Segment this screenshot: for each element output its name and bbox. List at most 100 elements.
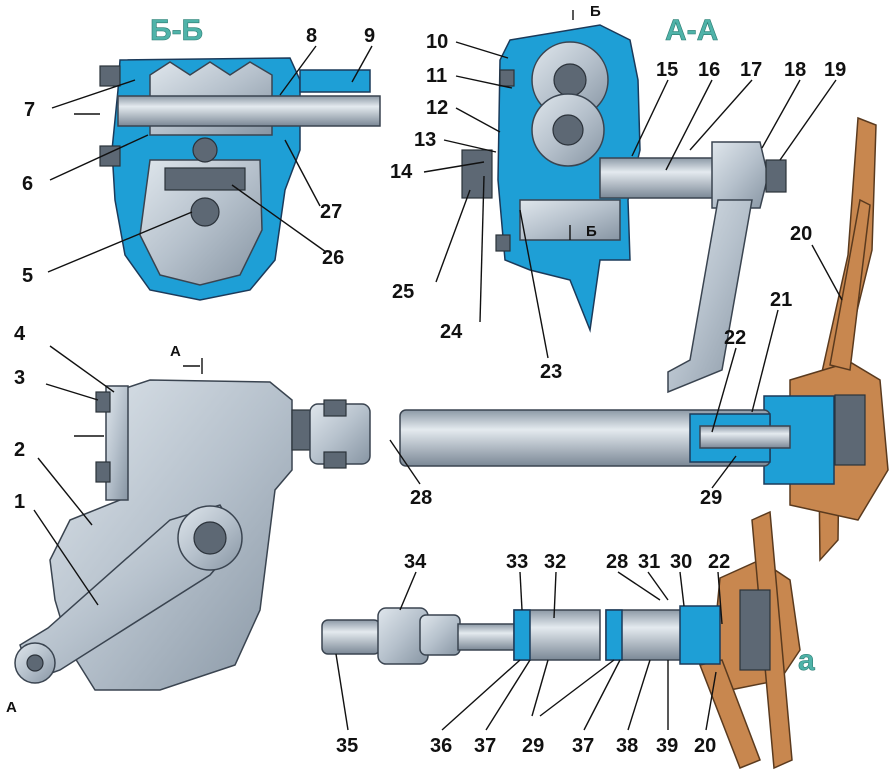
leader-32 <box>553 571 557 619</box>
leader-6 <box>49 134 149 181</box>
leader-24 <box>479 175 485 323</box>
callout-16: 16 <box>698 59 720 81</box>
aa-sector-shaft <box>599 157 721 199</box>
bb-roller-axle <box>164 167 246 191</box>
variant-bearing-cut <box>679 605 721 665</box>
callout-29-top: 29 <box>700 487 722 509</box>
aa-pitman-arm-head <box>711 141 769 209</box>
leader-28-bottom <box>617 571 661 601</box>
leader-29-top <box>711 455 737 489</box>
leader-33 <box>519 571 523 611</box>
leader-21 <box>751 309 779 413</box>
leader-14 <box>423 161 485 173</box>
leader-13 <box>443 139 497 153</box>
variant-shaft-end <box>321 619 381 655</box>
callout-numbers: 7 6 5 8 9 27 26 10 11 12 13 14 15 16 17 … <box>14 25 846 757</box>
leader-20-top <box>811 244 843 301</box>
variant-shaft <box>457 623 519 651</box>
bb-bolt-top <box>99 65 121 87</box>
callout-25: 25 <box>392 281 414 303</box>
leader-29-bottom-a <box>531 659 549 717</box>
aa-bolt-bottom <box>495 234 511 252</box>
callout-15: 15 <box>656 59 678 81</box>
callout-2: 2 <box>14 439 25 461</box>
callout-12: 12 <box>426 97 448 119</box>
callout-13: 13 <box>414 129 436 151</box>
joint-cap-top <box>323 399 347 417</box>
section-bb-title: Б-Б <box>150 14 203 47</box>
leader-28-top <box>389 439 421 485</box>
callout-24: 24 <box>440 321 463 343</box>
leader-17 <box>689 79 753 151</box>
callout-32: 32 <box>544 551 566 573</box>
aa-worm-upper-hub <box>553 63 587 97</box>
variant-wheel-rim <box>751 510 793 770</box>
bb-worm-shaft <box>117 95 381 127</box>
callout-20-bottom: 20 <box>694 735 716 757</box>
aa-roller-lower-hub <box>552 114 584 146</box>
callout-4: 4 <box>14 323 26 345</box>
callout-35: 35 <box>336 735 358 757</box>
callout-39: 39 <box>656 735 678 757</box>
callout-33: 33 <box>506 551 528 573</box>
joint-cap-bottom <box>323 451 347 469</box>
aa-adjust-screw <box>461 149 493 199</box>
callout-37-left: 37 <box>474 735 496 757</box>
leader-lines <box>33 41 843 731</box>
leader-30 <box>679 571 685 607</box>
bb-shaft-boss <box>299 69 371 93</box>
leader-1 <box>33 509 99 606</box>
leader-16 <box>665 79 713 171</box>
pitman-arm-nut <box>193 521 227 555</box>
steering-wheel-view <box>763 116 889 562</box>
leader-31 <box>647 571 669 601</box>
leader-27 <box>284 139 321 207</box>
cut-mark-a-top: А <box>170 343 181 360</box>
leader-36 <box>441 659 521 731</box>
leader-22-top <box>711 347 737 433</box>
leader-11 <box>455 75 513 89</box>
callout-8: 8 <box>306 25 317 47</box>
callout-14: 14 <box>390 161 413 183</box>
callout-27: 27 <box>320 201 342 223</box>
callout-19: 19 <box>824 59 846 81</box>
callout-18: 18 <box>784 59 806 81</box>
section-aa-title: А-А <box>665 14 718 47</box>
main-assembly-view <box>14 379 791 691</box>
leader-18 <box>761 79 801 149</box>
leader-10 <box>455 41 509 59</box>
callout-5: 5 <box>22 265 33 287</box>
leader-37-right <box>583 659 621 731</box>
bb-roller-top <box>192 137 218 163</box>
aa-housing-cut <box>497 24 641 333</box>
cut-mark-b-top: Б <box>590 3 601 20</box>
callout-10: 10 <box>426 31 448 53</box>
leader-15 <box>631 79 669 157</box>
callout-6: 6 <box>22 173 33 195</box>
callout-28-bottom: 28 <box>606 551 628 573</box>
leader-7 <box>51 79 136 109</box>
pitman-ball-pin <box>26 654 44 672</box>
worm-shaft-end <box>291 409 311 451</box>
variant-bush-36 <box>513 609 531 661</box>
callout-9: 9 <box>364 25 375 47</box>
variant-hub-nut <box>739 589 771 671</box>
variant-bush-37 <box>605 609 623 661</box>
leader-35 <box>335 653 349 731</box>
callout-3: 3 <box>14 367 25 389</box>
leader-29-bottom-b <box>539 659 615 717</box>
callout-23: 23 <box>540 361 562 383</box>
leader-12 <box>455 107 501 133</box>
leader-37-left <box>485 659 531 731</box>
leader-23 <box>519 209 549 359</box>
callout-37-right: 37 <box>572 735 594 757</box>
callout-38: 38 <box>616 735 638 757</box>
callout-7: 7 <box>24 99 35 121</box>
aa-pitman-arm <box>667 199 753 394</box>
leader-20-bottom <box>705 671 717 731</box>
leader-22-bottom <box>717 571 723 625</box>
callout-31: 31 <box>638 551 660 573</box>
variant-label: а <box>798 644 815 677</box>
leader-9 <box>351 45 373 83</box>
